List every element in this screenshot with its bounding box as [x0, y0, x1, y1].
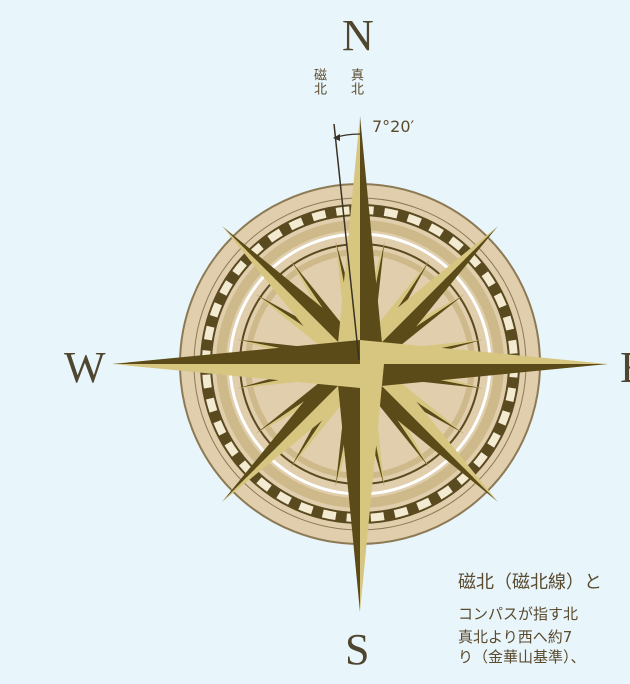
- declination-angle: 7°20′: [372, 117, 415, 136]
- compass-point: [112, 340, 360, 364]
- description-line: り（金華山基準）、: [458, 648, 586, 666]
- compass-point: [222, 226, 360, 379]
- compass-point: [222, 349, 360, 502]
- compass-point: [345, 226, 498, 364]
- description-line: 真北より西へ約7: [458, 628, 573, 646]
- compass-points: [112, 116, 608, 612]
- compass-point: [360, 116, 384, 364]
- south-label: S: [345, 625, 370, 674]
- compass-point: [360, 364, 608, 388]
- north-label: N: [342, 11, 374, 60]
- compass-point: [360, 364, 384, 612]
- compass-point: [336, 364, 360, 612]
- compass-point: [360, 226, 498, 379]
- compass-point: [222, 364, 375, 502]
- compass-point: [222, 226, 375, 364]
- magnetic-north-line: [333, 123, 360, 361]
- declination-arrow: [333, 134, 340, 141]
- east-label: E: [620, 346, 630, 390]
- compass-point: [360, 340, 608, 364]
- compass-point: [336, 116, 360, 364]
- compass-point: [112, 364, 360, 388]
- magnetic-north-label: 磁北: [311, 68, 326, 96]
- true-north-label: 真北: [348, 68, 363, 96]
- description-title: 磁北（磁北線）と: [458, 572, 602, 593]
- compass-point: [360, 349, 498, 502]
- compass-point: [345, 364, 498, 502]
- west-label: W: [64, 343, 106, 392]
- description-line: コンパスが指す北: [458, 605, 579, 623]
